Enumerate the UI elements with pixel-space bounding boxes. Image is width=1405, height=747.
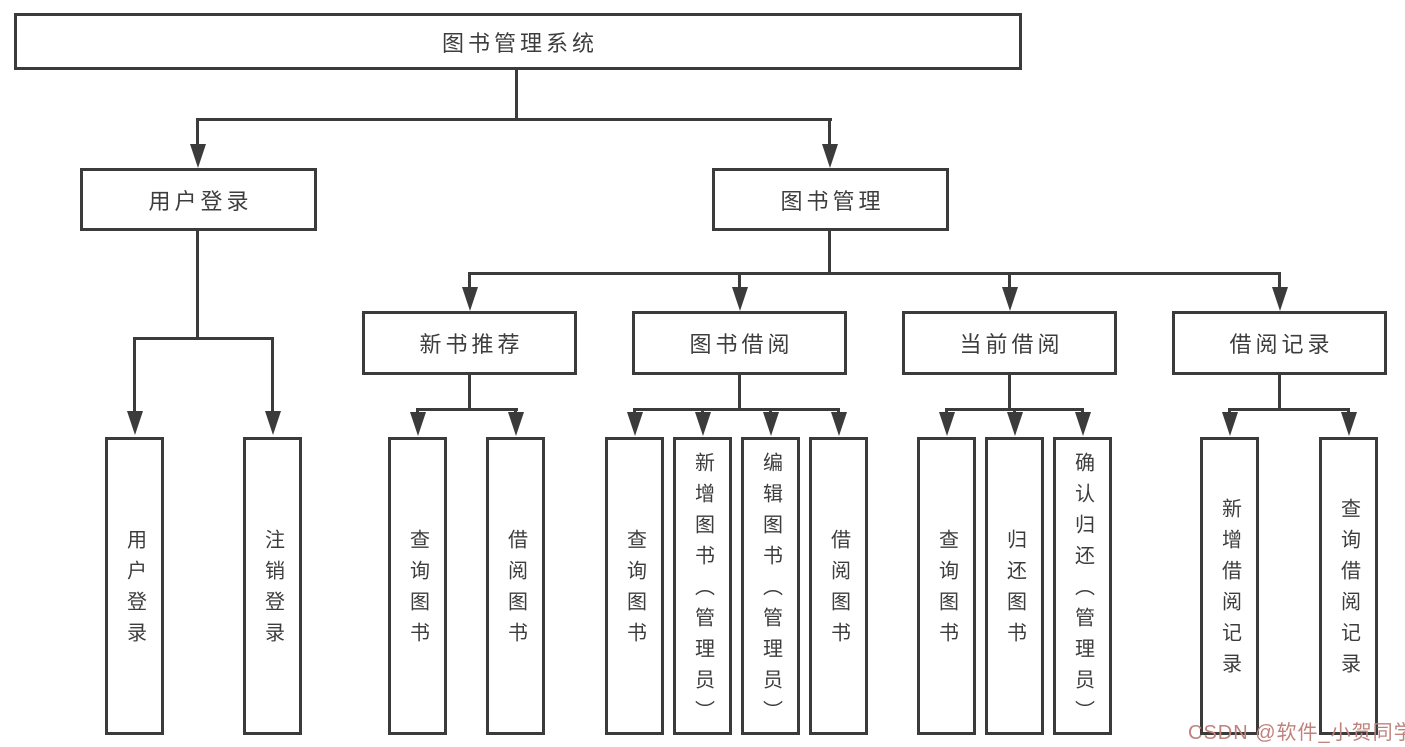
connector-vline bbox=[196, 118, 199, 146]
arrow-down-icon bbox=[626, 412, 643, 436]
connector-vline bbox=[828, 118, 831, 146]
connector-vline bbox=[1278, 375, 1281, 411]
leaf-user-login: 用户登录 bbox=[105, 437, 164, 735]
connector-vline bbox=[271, 338, 274, 413]
arrow-down-icon bbox=[822, 144, 838, 168]
leaf-query-books-borrow-label: 查询图书 bbox=[623, 529, 646, 653]
arrow-down-icon bbox=[1006, 412, 1023, 436]
leaf-logout-label: 注销登录 bbox=[261, 529, 284, 653]
connector-hline bbox=[133, 337, 274, 340]
connector-vline bbox=[515, 69, 518, 121]
connector-vline bbox=[1278, 272, 1281, 288]
leaf-borrow-books: 借阅图书 bbox=[809, 437, 868, 735]
connector-vline bbox=[196, 231, 199, 340]
node-new-book-recommend-label: 新书推荐 bbox=[419, 332, 524, 357]
csdn-watermark: CSDN @软件_小贺同学 bbox=[1188, 722, 1405, 744]
leaf-return-book: 归还图书 bbox=[985, 437, 1044, 735]
leaf-borrow-books-recommend: 借阅图书 bbox=[486, 437, 545, 735]
connector-vline bbox=[468, 375, 471, 411]
arrow-down-icon bbox=[462, 287, 478, 311]
node-user-login-branch-label: 用户登录 bbox=[148, 188, 253, 214]
node-current-borrow: 当前借阅 bbox=[902, 311, 1117, 375]
node-borrow-records: 借阅记录 bbox=[1172, 311, 1387, 375]
connector-hline bbox=[468, 272, 1281, 275]
connector-vline bbox=[133, 338, 136, 413]
arrow-down-icon bbox=[938, 412, 955, 436]
connector-hline bbox=[196, 118, 832, 121]
leaf-query-borrow-record: 查询借阅记录 bbox=[1319, 437, 1378, 735]
node-book-borrow: 图书借阅 bbox=[632, 311, 847, 375]
leaf-query-books-recommend-label: 查询图书 bbox=[406, 529, 429, 653]
arrow-down-icon bbox=[1272, 287, 1288, 311]
arrow-down-icon bbox=[1221, 412, 1238, 436]
node-book-management-label: 图书管理 bbox=[780, 188, 885, 214]
arrow-down-icon bbox=[409, 412, 426, 436]
connector-hline bbox=[1228, 408, 1350, 411]
connector-vline bbox=[738, 375, 741, 411]
node-current-borrow-label: 当前借阅 bbox=[959, 332, 1064, 357]
leaf-confirm-return-admin-label: 确认归还（管理员） bbox=[1071, 451, 1094, 731]
connector-hline bbox=[416, 408, 518, 411]
arrow-down-icon bbox=[1340, 412, 1357, 436]
arrow-down-icon bbox=[732, 287, 748, 311]
leaf-user-login-label: 用户登录 bbox=[123, 529, 146, 653]
leaf-query-books-current: 查询图书 bbox=[917, 437, 976, 735]
leaf-query-books-recommend: 查询图书 bbox=[388, 437, 447, 735]
arrow-down-icon bbox=[1002, 287, 1018, 311]
node-root-label: 图书管理系统 bbox=[441, 30, 598, 56]
node-book-management: 图书管理 bbox=[712, 168, 949, 231]
arrow-down-icon bbox=[190, 144, 206, 168]
arrow-down-icon bbox=[264, 411, 281, 435]
leaf-query-books-current-label: 查询图书 bbox=[935, 529, 958, 653]
leaf-confirm-return-admin: 确认归还（管理员） bbox=[1053, 437, 1112, 735]
connector-vline bbox=[1008, 272, 1011, 288]
arrow-down-icon bbox=[762, 412, 779, 436]
connector-vline bbox=[1008, 375, 1011, 411]
leaf-add-borrow-record: 新增借阅记录 bbox=[1200, 437, 1259, 735]
leaf-query-borrow-record-label: 查询借阅记录 bbox=[1337, 498, 1360, 684]
leaf-add-book-admin-label: 新增图书（管理员） bbox=[691, 451, 714, 731]
connector-hline bbox=[945, 408, 1083, 411]
leaf-logout: 注销登录 bbox=[243, 437, 302, 735]
connector-vline bbox=[738, 272, 741, 288]
arrow-down-icon bbox=[126, 411, 143, 435]
connector-hline bbox=[633, 408, 839, 411]
leaf-return-book-label: 归还图书 bbox=[1003, 529, 1026, 653]
leaf-add-book-admin: 新增图书（管理员） bbox=[673, 437, 732, 735]
arrow-down-icon bbox=[694, 412, 711, 436]
arrow-down-icon bbox=[830, 412, 847, 436]
arrow-down-icon bbox=[1074, 412, 1091, 436]
leaf-edit-book-admin: 编辑图书（管理员） bbox=[741, 437, 800, 735]
node-borrow-records-label: 借阅记录 bbox=[1229, 332, 1334, 357]
connector-vline bbox=[828, 231, 831, 275]
node-new-book-recommend: 新书推荐 bbox=[362, 311, 577, 375]
node-root: 图书管理系统 bbox=[14, 13, 1022, 70]
leaf-edit-book-admin-label: 编辑图书（管理员） bbox=[759, 451, 782, 731]
leaf-borrow-books-recommend-label: 借阅图书 bbox=[504, 529, 527, 653]
node-book-borrow-label: 图书借阅 bbox=[689, 332, 794, 357]
connector-vline bbox=[468, 272, 471, 288]
arrow-down-icon bbox=[507, 412, 524, 436]
leaf-borrow-books-label: 借阅图书 bbox=[827, 529, 850, 653]
leaf-add-borrow-record-label: 新增借阅记录 bbox=[1218, 498, 1241, 684]
leaf-query-books-borrow: 查询图书 bbox=[605, 437, 664, 735]
node-user-login-branch: 用户登录 bbox=[80, 168, 317, 231]
